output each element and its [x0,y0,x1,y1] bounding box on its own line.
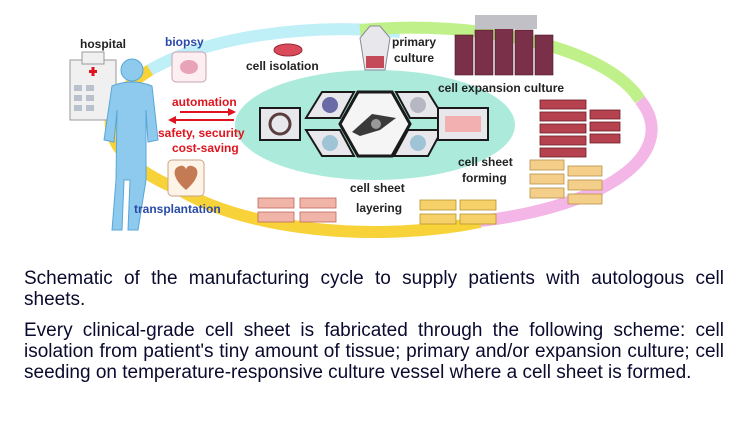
automated-robot-hub-icon [338,90,412,158]
label-automation: automation [172,95,237,109]
automation-arrows [168,108,236,124]
biopsy-tissue-icon [171,51,207,83]
patient-figure-icon [103,58,159,231]
label-biopsy: biopsy [165,35,204,49]
cell-sheet-yellow-sheets-icon [419,199,497,225]
cell-isolation-dish-icon [273,43,303,57]
label-transplantation: transplantation [134,202,221,216]
caption-paragraph-2: Every clinical-grade cell sheet is fabri… [24,320,724,383]
label-cell-sheet-layering-line2: layering [356,201,402,215]
manufacturing-cycle-diagram: hospital biopsy cell isolation primary c… [69,15,658,238]
expansion-culture-flasks-icon [454,15,554,76]
label-primary-culture-line2: culture [394,51,434,65]
cell-sheet-layering-icon [257,197,337,223]
label-cell-sheet-forming-line1: cell sheet [458,155,513,169]
label-hospital: hospital [80,37,126,51]
label-cell-expansion-culture: cell expansion culture [438,81,564,95]
label-primary-culture-line1: primary [392,35,436,49]
label-cell-sheet-forming-line2: forming [462,171,507,185]
module-tile-details [268,97,481,151]
label-cost-saving: cost-saving [172,141,239,155]
heart-transplant-icon [167,159,205,197]
caption-paragraph-1: Schematic of the manufacturing cycle to … [24,268,724,310]
cell-factory-stack-icon [539,99,621,158]
label-safety-security: safety, security [158,126,245,140]
primary-culture-flask-icon [359,25,391,71]
label-cell-sheet-layering-line1: cell sheet [350,181,405,195]
label-cell-isolation: cell isolation [246,59,319,73]
cell-sheet-forming-dishes-icon [529,159,603,205]
